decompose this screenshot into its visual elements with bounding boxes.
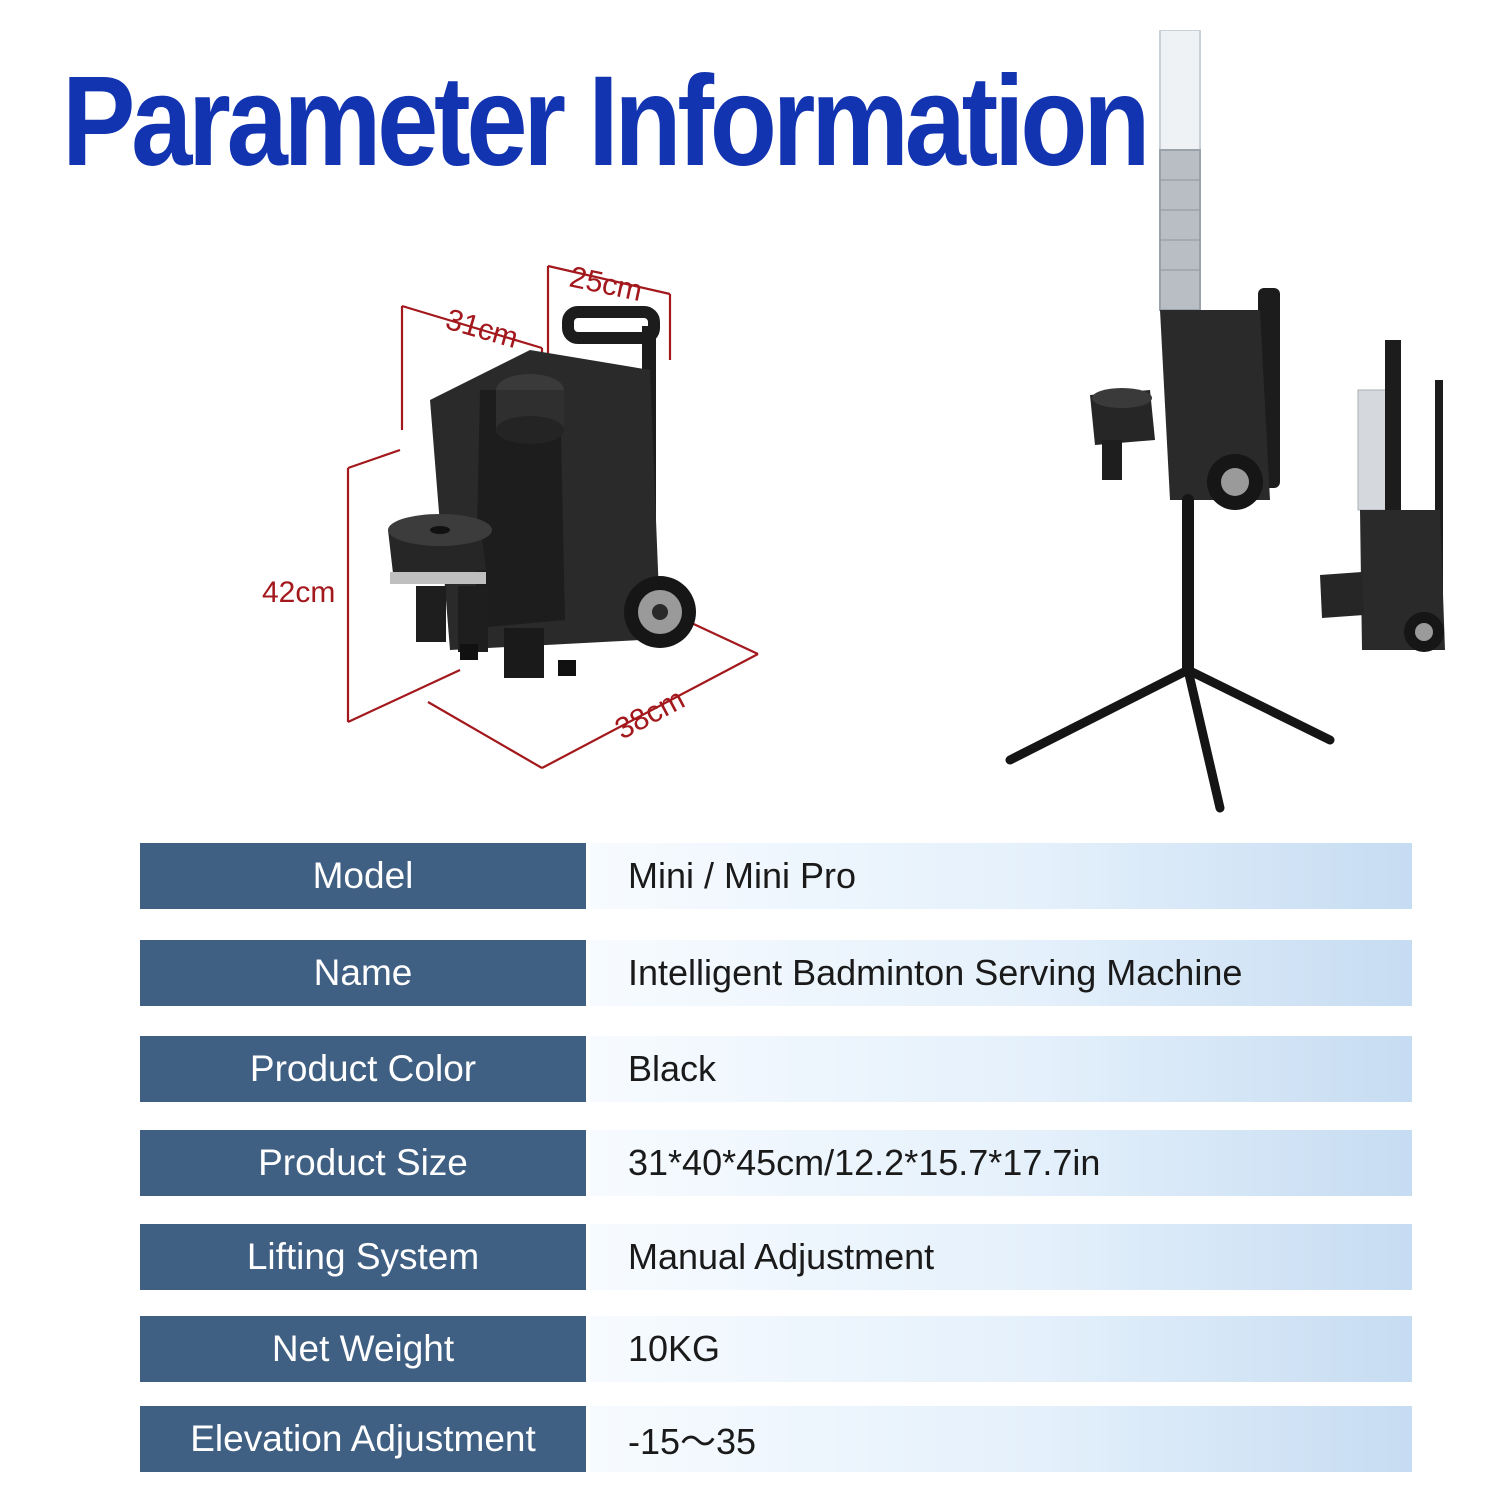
spec-label: Net Weight [140, 1316, 586, 1382]
spec-row-size: Product Size 31*40*45cm/12.2*15.7*17.7in [140, 1130, 1415, 1196]
spec-label: Product Color [140, 1036, 586, 1102]
spec-value: 10KG [590, 1316, 1412, 1382]
machine-dimension-diagram: 25cm 31cm 42cm 38cm [262, 261, 759, 769]
spec-row-color: Product Color Black [140, 1036, 1415, 1102]
height-label: 42cm [262, 576, 335, 609]
spec-label: Elevation Adjustment [140, 1406, 586, 1472]
length-label: 38cm [610, 683, 690, 747]
depth-label: 31cm [442, 303, 522, 355]
spec-value: Mini / Mini Pro [590, 843, 1412, 909]
spec-value: Intelligent Badminton Serving Machine [590, 940, 1412, 1006]
width-label: 25cm [567, 261, 646, 309]
spec-row-elevation: Elevation Adjustment -15～35 [140, 1406, 1415, 1472]
spec-label: Lifting System [140, 1224, 586, 1290]
shuttle-tube [1159, 30, 1201, 311]
tripod-stand [1005, 494, 1335, 813]
spec-value: -15～35 [590, 1406, 1412, 1472]
spec-value: Manual Adjustment [590, 1224, 1412, 1290]
spec-label: Model [140, 843, 586, 909]
folded-machine [1320, 340, 1445, 652]
spec-row-net-weight: Net Weight 10KG [140, 1316, 1415, 1382]
page-title: Parameter Information [62, 50, 1150, 193]
spec-row-name: Name Intelligent Badminton Serving Machi… [140, 940, 1415, 1006]
spec-value: 31*40*45cm/12.2*15.7*17.7in [590, 1130, 1412, 1196]
spec-row-model: Model Mini / Mini Pro [140, 843, 1415, 909]
spec-value: Black [590, 1036, 1412, 1102]
machine-tripod-illustration [1005, 30, 1445, 813]
spec-label: Product Size [140, 1130, 586, 1196]
mounted-machine [1090, 288, 1280, 510]
spec-row-lifting-system: Lifting System Manual Adjustment [140, 1224, 1415, 1290]
serving-machine [388, 306, 696, 678]
spec-label: Name [140, 940, 586, 1006]
